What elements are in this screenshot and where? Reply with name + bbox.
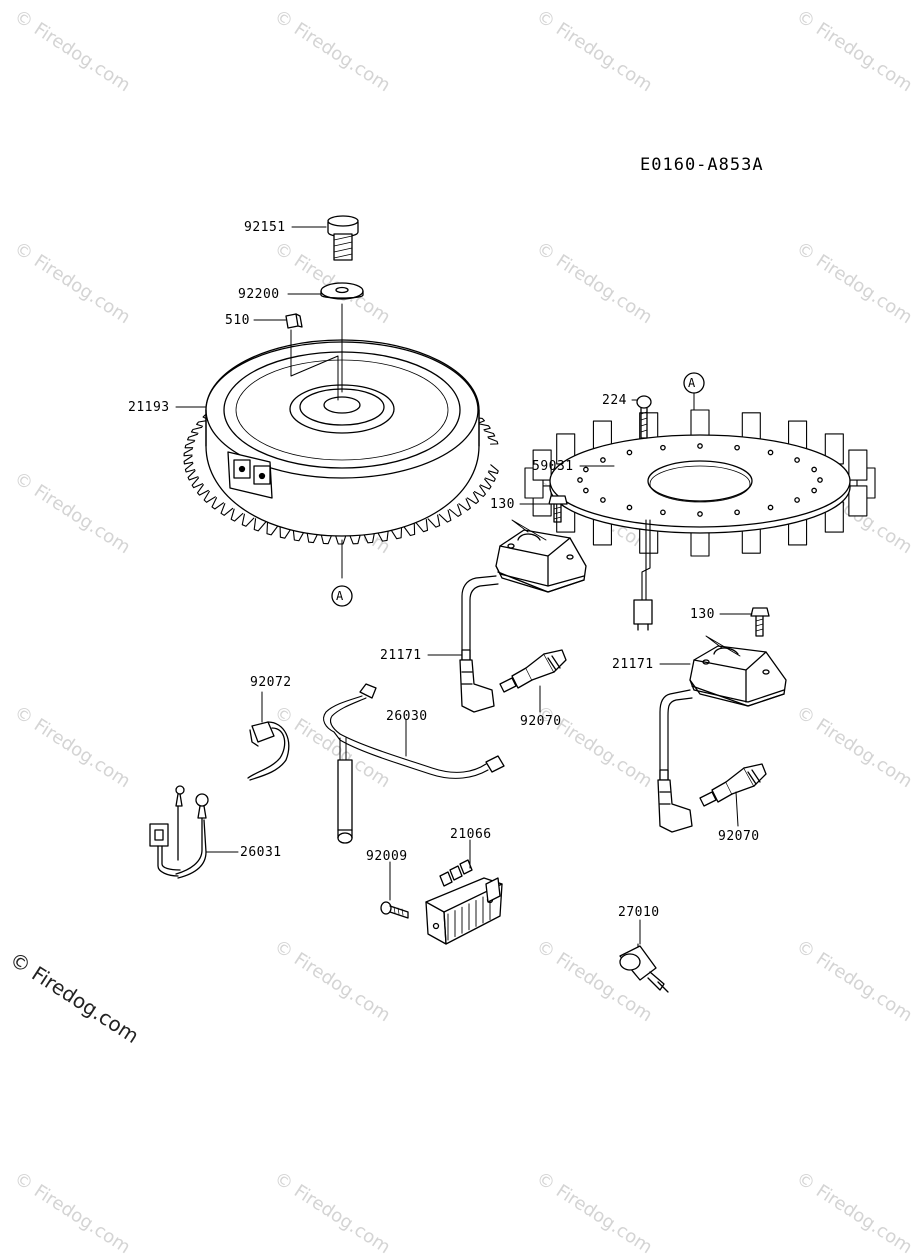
- stator-hole: [626, 504, 633, 511]
- part-label-92072: 92072: [250, 675, 292, 690]
- stator-hole: [577, 477, 583, 483]
- part-label-130: 130: [690, 607, 715, 622]
- gear-tooth: [184, 440, 195, 449]
- stator-hole: [697, 511, 703, 517]
- part-label-27010: 27010: [618, 905, 660, 920]
- stator-hole: [626, 449, 633, 456]
- stator-hole: [660, 509, 666, 516]
- gear-tooth: [466, 492, 480, 505]
- gear-tooth: [427, 514, 441, 528]
- gear-tooth: [191, 477, 204, 489]
- stator-hole: [697, 443, 703, 449]
- stator-hole: [660, 444, 666, 451]
- reference-marker-a: [331, 372, 705, 607]
- part-label-92200: 92200: [238, 287, 280, 302]
- gear-tooth: [487, 437, 499, 445]
- gear-tooth: [449, 504, 462, 517]
- bolt-92009: [380, 901, 409, 919]
- harness-26031: [149, 785, 209, 879]
- gear-tooth: [203, 490, 216, 503]
- gear-tooth: [438, 509, 452, 523]
- gear-tooth: [196, 420, 208, 427]
- gear-tooth: [484, 430, 496, 438]
- part-label-92070: 92070: [520, 714, 562, 729]
- switch-27010: [619, 943, 669, 993]
- part-label-21171: 21171: [380, 648, 422, 663]
- stator-hole: [600, 497, 606, 503]
- gear-tooth: [211, 497, 225, 510]
- stator-hole: [794, 457, 800, 463]
- ignition-coil-left: [459, 529, 587, 713]
- gear-tooth: [488, 464, 499, 475]
- stator-pole: [532, 449, 552, 481]
- gear-tooth: [196, 484, 209, 496]
- gear-tooth: [183, 455, 194, 465]
- gear-tooth: [415, 518, 429, 533]
- gear-tooth: [187, 470, 199, 481]
- gear-tooth: [484, 471, 496, 482]
- screw-224: [636, 395, 652, 439]
- stator-pole: [848, 449, 868, 481]
- stator-hole: [767, 504, 774, 511]
- gear-tooth: [473, 485, 486, 497]
- part-label-26031: 26031: [240, 845, 282, 860]
- gear-tooth: [230, 508, 244, 522]
- gear-tooth: [183, 448, 194, 457]
- spark-plug-left: [499, 649, 567, 693]
- part-label-130: 130: [490, 497, 515, 512]
- stator-hole: [734, 509, 740, 516]
- part-label-510: 510: [225, 313, 250, 328]
- screw-130-left: [511, 495, 568, 541]
- part-label-59031: 59031: [532, 459, 574, 474]
- stator-hole: [811, 487, 817, 494]
- screw-130-right: [705, 607, 770, 657]
- stator-hole: [583, 487, 589, 494]
- gear-tooth: [253, 518, 267, 532]
- diagram-code: E0160-A853A: [640, 155, 764, 175]
- stator-hole: [794, 497, 800, 503]
- gear-tooth: [479, 478, 492, 490]
- gear-tooth: [187, 433, 198, 441]
- gear-tooth: [190, 426, 203, 434]
- gear-tooth: [458, 498, 471, 511]
- gear-tooth: [220, 503, 234, 516]
- part-label-92070: 92070: [718, 829, 760, 844]
- parts-diagram: [149, 215, 876, 993]
- stator-hole: [583, 466, 589, 473]
- part-label-21193: 21193: [128, 400, 170, 415]
- regulator-21066: [425, 859, 503, 945]
- part-label-21066: 21066: [450, 827, 492, 842]
- spark-plug-right: [699, 763, 767, 807]
- stator-hole: [811, 466, 817, 473]
- leader-lines: [175, 226, 753, 945]
- flywheel: [183, 303, 499, 579]
- bolt-92151: [327, 215, 359, 261]
- washer-92200: [320, 282, 364, 300]
- stator-hole: [817, 477, 823, 483]
- connector-92072: [247, 721, 290, 781]
- stator-pole: [848, 485, 868, 517]
- gear-tooth: [241, 513, 255, 527]
- harness-26030: [323, 683, 505, 844]
- part-label-21171: 21171: [612, 657, 654, 672]
- gear-tooth: [479, 423, 491, 431]
- part-label-26030: 26030: [386, 709, 428, 724]
- gear-tooth: [184, 462, 196, 473]
- part-label-92151: 92151: [244, 220, 286, 235]
- stator: [524, 409, 876, 631]
- reference-marker-label: A: [688, 376, 696, 390]
- stator-hole: [767, 449, 774, 456]
- part-label-92009: 92009: [366, 849, 408, 864]
- stator-hole: [600, 457, 606, 463]
- ignition-coil-right: [657, 645, 787, 833]
- key-510: [285, 313, 303, 329]
- part-label-224: 224: [602, 393, 627, 408]
- reference-marker-label: A: [336, 589, 344, 603]
- stator-hole: [734, 444, 740, 451]
